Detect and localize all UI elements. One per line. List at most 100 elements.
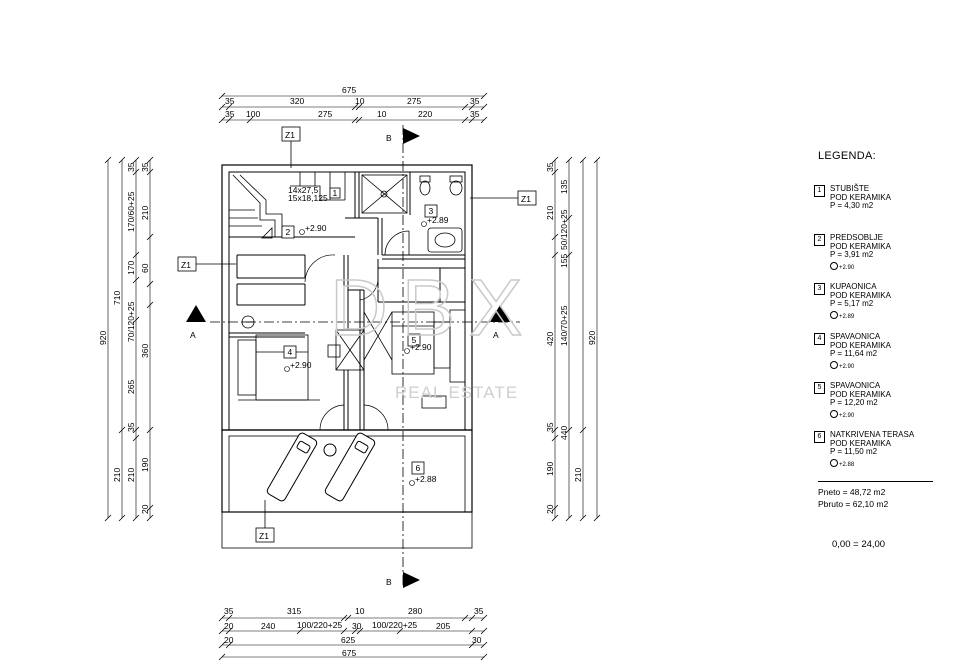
dim-bot-r2-c: 100/220+25 — [297, 620, 342, 630]
dimension-tick — [146, 426, 154, 434]
legend-item-level: +2.90 — [830, 409, 854, 419]
dimension-tick — [132, 168, 140, 176]
dim-left-b1: 35 — [126, 162, 136, 172]
dim-bot-r2-b: 240 — [261, 621, 275, 631]
room-tag-1: 1 — [329, 187, 341, 199]
dimension-tick — [461, 103, 469, 111]
dimension-tick — [225, 641, 233, 649]
level-marker-icon — [830, 311, 838, 319]
dimension-tick — [132, 434, 140, 442]
dim-left-b3: 60 — [140, 263, 150, 273]
level-marker-icon — [830, 262, 838, 270]
room-tag-5: 5 +2.90 — [404, 333, 432, 354]
dim-left-b2: 170/60+25 — [126, 191, 136, 232]
elevation-reference: 0,00 = 24,00 — [832, 539, 886, 550]
dim-left-total: 920 — [98, 331, 108, 345]
dim-bot-r1-a: 35 — [224, 606, 234, 616]
legend-item-number: 1 — [814, 185, 825, 197]
dim-top-r1-a: 35 — [225, 96, 235, 106]
dim-left-c6: 20 — [140, 504, 150, 514]
level-marker-icon — [830, 459, 838, 467]
dimension-tick — [218, 103, 226, 111]
dimension-tick — [551, 514, 559, 522]
dimension-tick — [118, 426, 126, 434]
legend-item-number: 3 — [814, 283, 825, 295]
dimension-tick — [146, 301, 154, 309]
stair-note-1: 14x27,5 — [288, 185, 319, 195]
room-tag-6: 6 +2.88 — [409, 461, 437, 486]
dimension-tick — [593, 514, 601, 522]
dim-top-r1-d: 275 — [407, 96, 421, 106]
section-b-bottom-label: B — [386, 577, 392, 587]
legend-item-level: +2.89 — [830, 310, 854, 320]
dim-bot-r2-d: 30 — [352, 621, 362, 631]
svg-text:+2.89: +2.89 — [427, 215, 449, 225]
room-tag-3: 3 +2.89 — [421, 204, 449, 227]
dimension-tick — [132, 156, 140, 164]
level-marker-icon — [830, 361, 838, 369]
dimension-tick — [225, 116, 233, 124]
dim-left-a1: 710 — [112, 291, 122, 305]
dimension-tick — [351, 627, 359, 635]
wall-tags — [177, 126, 537, 543]
dimension-tick — [551, 434, 559, 442]
dimension-tick — [551, 504, 559, 512]
wall-tag-right: Z1 — [521, 194, 531, 204]
dimension-tick — [218, 614, 226, 622]
dimension-tick — [480, 641, 488, 649]
dimension-lines — [107, 95, 598, 658]
dimension-tick — [579, 426, 587, 434]
dim-left-c3: 170 — [126, 261, 136, 275]
dimension-tick — [579, 514, 587, 522]
building-outline — [221, 164, 473, 549]
watermark-logo: DBX — [330, 263, 537, 352]
dimension-tick — [480, 627, 488, 635]
svg-text:4: 4 — [288, 347, 293, 357]
dim-top-total: 675 — [342, 85, 356, 95]
legend-item-text: PREDSOBLJE POD KERAMIKA P = 3,91 m2 — [830, 233, 891, 260]
dim-top-r2-a: 35 — [225, 109, 235, 119]
pbruto-value: Pbruto = 62,10 m2 — [818, 499, 889, 509]
dim-right-b5: 210 — [573, 468, 583, 482]
dim-left-b5: 265 — [126, 380, 136, 394]
dimension-tick — [551, 233, 559, 241]
legend-item-number: 5 — [814, 382, 825, 394]
dimension-tick — [468, 641, 476, 649]
legend-item-number: 4 — [814, 333, 825, 345]
section-arrows — [186, 128, 510, 588]
legend-item-text: SPAVAONICA POD KERAMIKA P = 12,20 m2 — [830, 381, 891, 408]
dim-bot-r1-e: 35 — [474, 606, 484, 616]
dim-bot-r1-b: 315 — [287, 606, 301, 616]
dimension-tick — [132, 514, 140, 522]
legend-totals: Pneto = 48,72 m2 Pbruto = 62,10 m2 — [818, 486, 888, 510]
dimension-tick — [225, 103, 233, 111]
dim-top-r2-f: 35 — [470, 109, 480, 119]
svg-text:6: 6 — [416, 463, 421, 473]
dimension-tick — [340, 614, 348, 622]
dimension-tick — [118, 156, 126, 164]
dim-right-a2: 210 — [545, 206, 555, 220]
dim-bot-r1-d: 280 — [408, 606, 422, 616]
dim-bot-r2-a: 20 — [224, 621, 234, 631]
legend-item-level: +2.90 — [830, 360, 854, 370]
stair-note-2: 15x18,125 — [288, 193, 328, 203]
pneto-value: Pneto = 48,72 m2 — [818, 487, 886, 497]
dim-left-c2: 210 — [140, 206, 150, 220]
svg-text:1: 1 — [333, 188, 338, 198]
legend-item-text: STUBIŠTE POD KERAMIKA P = 4,30 m2 — [830, 184, 891, 211]
right-dimensions: 35 210 155 420 35 190 20 135 50/120+25 1… — [545, 162, 597, 514]
dim-top-r2-e: 220 — [418, 109, 432, 119]
dimension-tick — [468, 627, 476, 635]
dimension-tick — [593, 156, 601, 164]
bed-room-5 — [363, 309, 466, 409]
dim-right-b1: 135 — [559, 180, 569, 194]
svg-text:+2.88: +2.88 — [415, 474, 437, 484]
dim-right-a7: 20 — [545, 504, 555, 514]
dim-bot-r1-c: 10 — [355, 606, 365, 616]
dimension-tick — [104, 156, 112, 164]
dimension-tick — [218, 116, 226, 124]
dimension-tick — [296, 627, 304, 635]
dim-right-b3: 140/70+25 — [559, 305, 569, 346]
dimension-tick — [218, 653, 226, 661]
